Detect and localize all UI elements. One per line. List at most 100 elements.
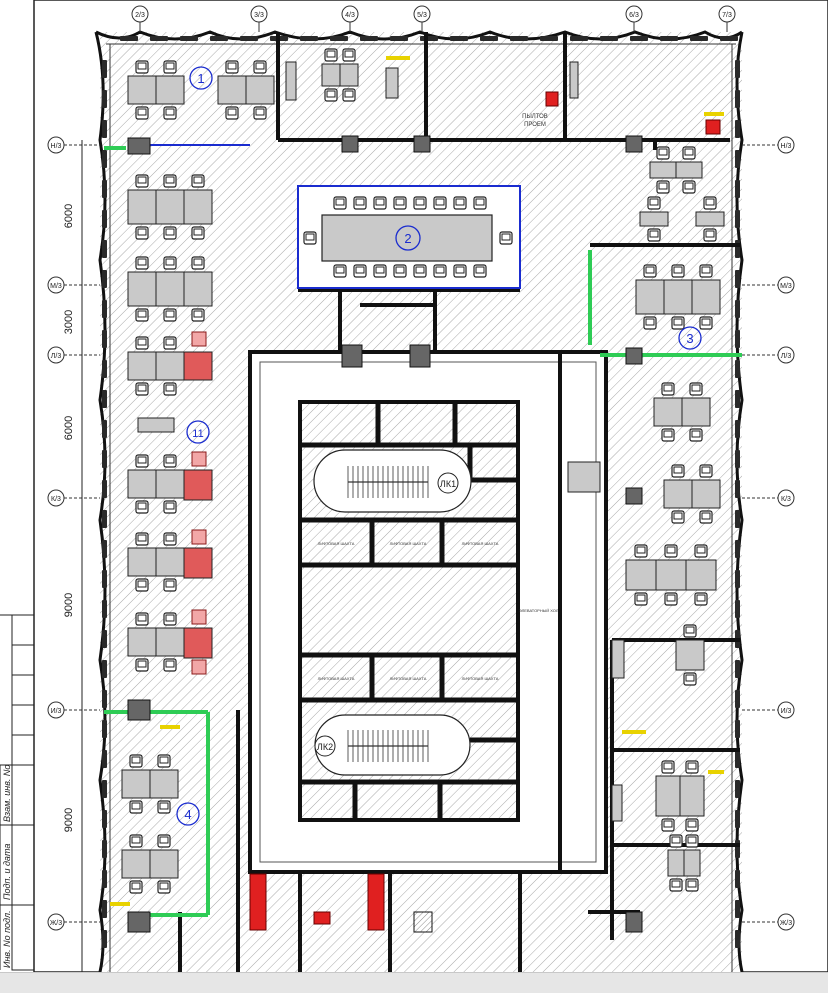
chair	[163, 60, 177, 74]
chair	[669, 878, 683, 892]
highlighted-desks	[183, 351, 213, 659]
window-block	[102, 210, 107, 228]
chair	[694, 592, 708, 606]
chair	[163, 106, 177, 120]
shaft-label: ЛИФТОВАЯ ШАХТА	[390, 541, 427, 546]
chair	[685, 834, 699, 848]
cabinet	[567, 461, 601, 493]
desk	[639, 211, 669, 227]
chair	[473, 264, 487, 278]
desk	[663, 279, 693, 315]
window-block	[735, 90, 740, 108]
chair	[683, 624, 697, 638]
chair	[303, 231, 317, 245]
chair	[656, 146, 670, 160]
window-block	[102, 690, 107, 708]
window-block	[570, 36, 588, 41]
chair	[342, 48, 356, 62]
markers	[110, 56, 724, 906]
core-walls	[300, 402, 518, 820]
desk	[649, 161, 677, 179]
window-block	[102, 900, 107, 918]
chair	[135, 578, 149, 592]
window-block	[720, 36, 738, 41]
dimension-label: 9000	[63, 593, 75, 617]
stamp-field: Инв. No подл.	[2, 910, 12, 968]
chair	[129, 800, 143, 814]
window-block	[102, 840, 107, 858]
shaft-label: ЛИФТОВАЯ ШАХТА	[462, 541, 499, 546]
chair	[703, 196, 717, 210]
axis-label: 6/3	[629, 12, 639, 19]
window-block	[540, 36, 558, 41]
window-block	[735, 270, 740, 288]
window-block	[150, 36, 168, 41]
axis-label: М/3	[50, 283, 62, 290]
window-block	[102, 540, 107, 558]
axis-label: 7/3	[722, 12, 732, 19]
window-block	[102, 720, 107, 738]
desk	[653, 397, 683, 427]
desk	[155, 627, 185, 657]
opening-label-line1: ПЫЛТОВ	[522, 114, 548, 120]
axis-label: Л/3	[51, 353, 62, 360]
shaft-labels: ЛИФТОВАЯ ШАХТА ЛИФТОВАЯ ШАХТА ЛИФТОВАЯ Ш…	[318, 541, 562, 681]
desk	[675, 161, 703, 179]
chair	[413, 196, 427, 210]
window-block	[450, 36, 468, 41]
desk	[663, 479, 693, 509]
window-block	[735, 600, 740, 618]
window-block	[102, 930, 107, 948]
window-block	[102, 300, 107, 318]
chair	[333, 196, 347, 210]
chair	[163, 578, 177, 592]
stamp-labels: Инв. No подл. Подп. и дата Взам. инв. No	[2, 765, 12, 968]
shaft-label: ЛИФТОВАЯ ШАХТА	[390, 676, 427, 681]
window-block	[330, 36, 348, 41]
desk	[675, 639, 705, 671]
desk	[155, 189, 185, 225]
desk	[155, 547, 185, 577]
chair	[671, 264, 685, 278]
desk	[121, 849, 151, 879]
window-block	[102, 750, 107, 768]
chair	[163, 174, 177, 188]
chair	[661, 382, 675, 396]
viewer-status-bar	[0, 972, 828, 993]
chair	[353, 264, 367, 278]
chair	[664, 544, 678, 558]
chair	[163, 658, 177, 672]
desk	[127, 75, 157, 105]
room-number: 3	[686, 331, 693, 346]
axis-label: 2/3	[135, 12, 145, 19]
window-block	[735, 750, 740, 768]
chair	[683, 672, 697, 686]
room-number-labels: 1 2 3 4 11	[184, 71, 693, 822]
desk	[217, 75, 247, 105]
chair	[661, 428, 675, 442]
window-block	[735, 360, 740, 378]
desk	[681, 397, 711, 427]
chair	[685, 878, 699, 892]
window-block	[735, 720, 740, 738]
window-block	[102, 510, 107, 528]
window-block	[102, 660, 107, 678]
desk	[245, 75, 275, 105]
window-block	[735, 120, 740, 138]
window-block	[735, 330, 740, 348]
room-number: 4	[184, 807, 191, 822]
desk	[691, 279, 721, 315]
chair	[433, 196, 447, 210]
chair	[135, 532, 149, 546]
chair	[135, 658, 149, 672]
highlighted-chairs	[191, 331, 207, 675]
chair	[163, 612, 177, 626]
chair	[499, 231, 513, 245]
cabinet	[385, 67, 399, 99]
window-block	[102, 600, 107, 618]
window-block	[102, 360, 107, 378]
stamp-field: Взам. инв. No	[2, 765, 12, 822]
chair	[191, 174, 205, 188]
desk	[685, 559, 717, 591]
chair	[643, 316, 657, 330]
